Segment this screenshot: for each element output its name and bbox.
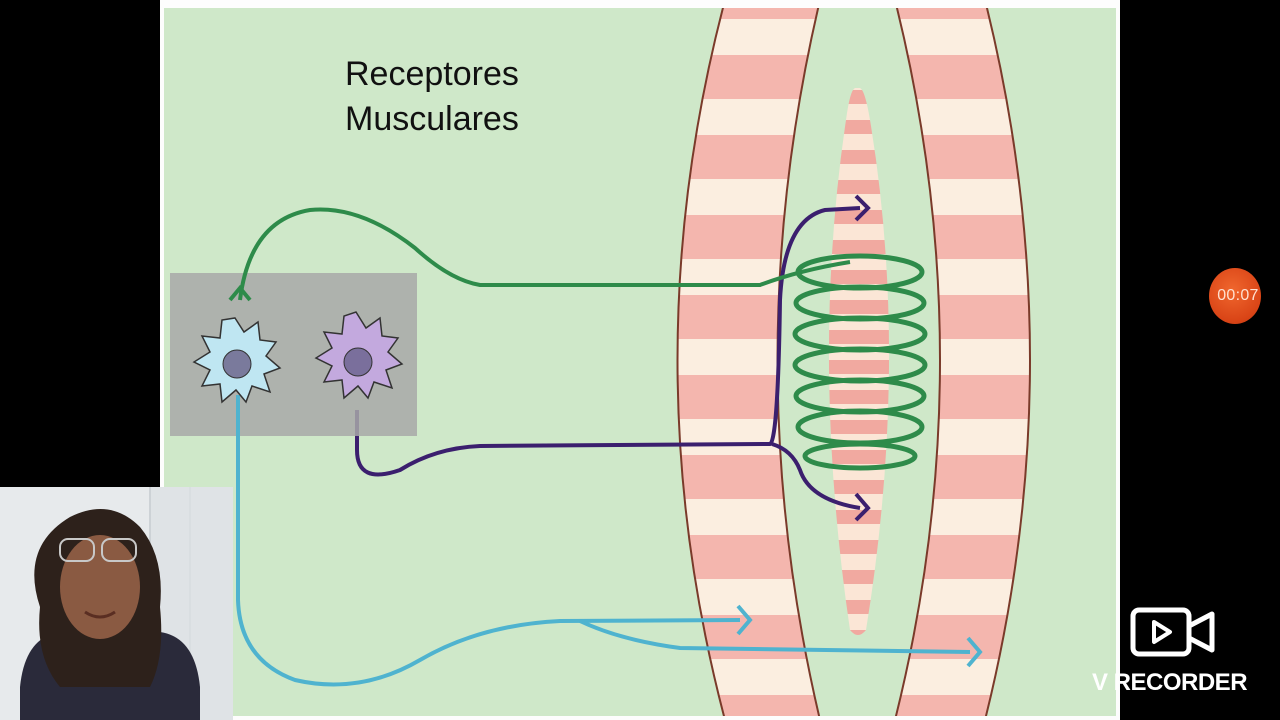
record-timer-badge[interactable]: 00:07 xyxy=(1209,268,1261,324)
webcam-overlay xyxy=(0,487,233,720)
sensory-fiber xyxy=(238,207,851,301)
sensory-neuron-cell xyxy=(192,317,282,404)
annulospiral-coil xyxy=(792,253,928,471)
video-camera-play-icon xyxy=(1130,607,1215,657)
motor-fiber xyxy=(355,206,861,477)
muscle-receptor-diagram xyxy=(170,8,1031,716)
recorder-brand-label: V RECORDER xyxy=(1092,669,1248,696)
slide-title-line1: Receptores xyxy=(345,55,519,93)
afferent-ending-2 xyxy=(966,636,983,668)
motor-neuron-cell xyxy=(314,311,404,400)
slide-title-line2: Musculares xyxy=(345,100,519,138)
afferent-fiber-branch xyxy=(579,619,971,654)
motor-ending-bottom xyxy=(854,492,871,522)
motor-ending-top xyxy=(854,194,871,222)
muscle-spindle xyxy=(828,88,890,635)
afferent-ending-1 xyxy=(736,604,753,636)
slide-area: Receptores Musculares xyxy=(160,0,1120,720)
slide-title: Receptores Musculares xyxy=(345,52,519,142)
afferent-fiber xyxy=(236,395,741,687)
motor-fiber-branch xyxy=(771,442,861,510)
record-timer-text: 00:07 xyxy=(1217,287,1259,304)
muscle-fiber-right xyxy=(894,8,1031,716)
presenter-video xyxy=(0,487,233,720)
sensory-arrowhead xyxy=(228,284,252,302)
muscle-fiber-left xyxy=(676,8,821,716)
